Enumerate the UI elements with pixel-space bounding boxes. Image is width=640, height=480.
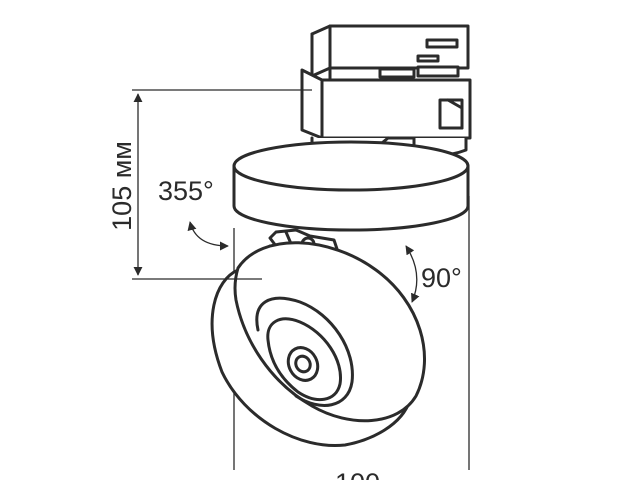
adapter-latch bbox=[438, 98, 464, 130]
horizontal-rotation-label: 355° bbox=[158, 176, 214, 206]
vertical-rotation-label: 90° bbox=[421, 263, 462, 293]
adapter-slot-2 bbox=[416, 54, 440, 63]
lens-ring bbox=[266, 317, 342, 401]
adapter-slot-1 bbox=[425, 38, 459, 49]
spotlight-rim-inner bbox=[255, 296, 354, 407]
vertical-rotation-indicator: 90° bbox=[405, 245, 462, 303]
adapter-upper-right-face bbox=[310, 24, 332, 78]
adapter-contact-1 bbox=[378, 67, 416, 79]
driver-housing bbox=[232, 140, 470, 232]
adapter-contact-2 bbox=[416, 65, 460, 78]
height-label: 105 мм bbox=[107, 141, 137, 231]
spotlight-head bbox=[210, 241, 426, 448]
adapter-lower-edge bbox=[320, 66, 332, 140]
horizontal-rotation-indicator: 355° bbox=[158, 176, 229, 251]
horizontal-rotation-arrow bbox=[187, 221, 229, 251]
lens-inner bbox=[294, 354, 312, 374]
vertical-rotation-arrow bbox=[405, 245, 420, 303]
height-dimension: 105 мм bbox=[107, 89, 312, 280]
driver-housing-top bbox=[232, 140, 470, 192]
track-adapter bbox=[300, 24, 472, 157]
adapter-latch-detail bbox=[446, 98, 464, 130]
width-label: 100 bbox=[335, 468, 380, 480]
